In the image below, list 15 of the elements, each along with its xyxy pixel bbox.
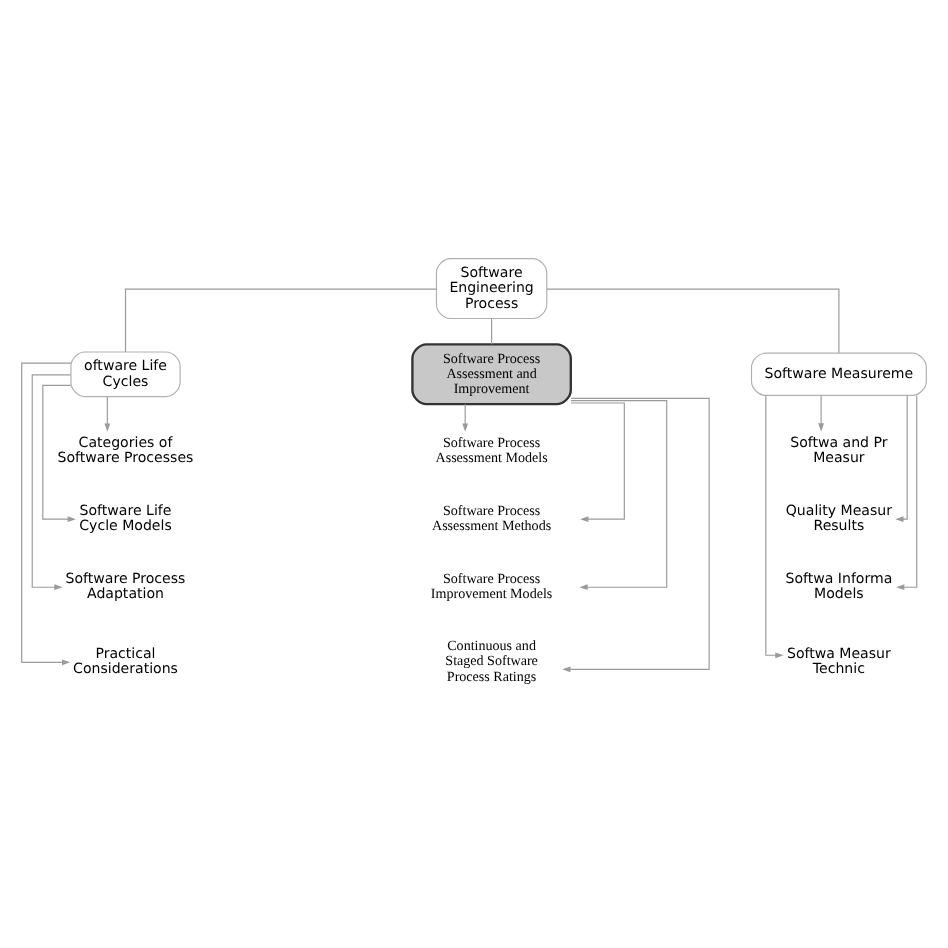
arrow (818, 395, 824, 432)
arrow (765, 394, 784, 659)
arrow (21, 362, 72, 666)
arrow (896, 394, 918, 591)
arrow (570, 400, 668, 591)
arrow (42, 384, 76, 523)
arrow (104, 396, 111, 432)
arrow (31, 374, 72, 591)
arrow (570, 402, 625, 523)
arrow (462, 403, 469, 432)
connector (491, 318, 493, 345)
arrow (562, 397, 710, 673)
connector (124, 288, 437, 353)
connector (546, 288, 840, 354)
arrow (895, 395, 908, 523)
